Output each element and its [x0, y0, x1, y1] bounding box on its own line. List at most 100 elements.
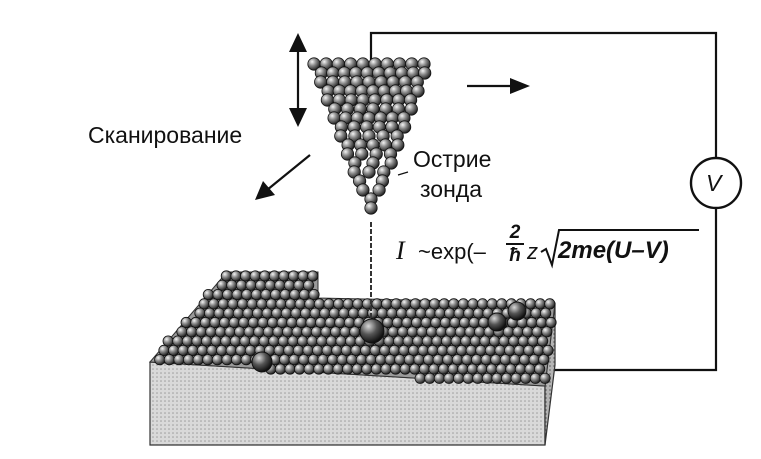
surface-atom: [284, 298, 297, 310]
surface-atom: [324, 316, 336, 329]
surface-atom: [316, 335, 328, 347]
surface-atom: [380, 298, 393, 310]
surface-atom: [421, 335, 433, 347]
surface-atom: [541, 326, 553, 338]
surface-atom: [370, 363, 382, 375]
surface-atom: [521, 326, 534, 338]
surface-atom: [278, 354, 291, 366]
surface-atom: [397, 326, 409, 338]
surface-atom: [302, 344, 314, 356]
surface-atom: [539, 372, 551, 384]
vertical-double-arrow-icon: [289, 33, 307, 127]
surface-atom: [462, 372, 474, 384]
surface-atom: [249, 335, 261, 347]
surface-atom: [287, 335, 299, 347]
surface-atom: [168, 344, 180, 356]
surface-atom: [311, 344, 324, 356]
surface-atom: [173, 354, 185, 366]
surface-atom: [382, 316, 394, 329]
surface-atom: [213, 307, 225, 319]
surface-atom: [176, 326, 188, 338]
substrate-block: [148, 270, 557, 446]
surface-atom: [538, 354, 550, 366]
surface-atom: [491, 372, 503, 384]
surface-atom: [338, 307, 350, 319]
surface-atom: [512, 326, 524, 338]
surface-atom: [414, 372, 426, 384]
tip-atom: [411, 84, 425, 98]
surface-atom: [442, 354, 454, 366]
surface-atom: [307, 354, 319, 366]
formula-radicand: 2me(U–V): [558, 237, 669, 264]
surface-atom: [465, 344, 477, 356]
tip-atom: [364, 201, 378, 215]
surface-atom: [422, 354, 435, 366]
surface-atom: [191, 335, 203, 347]
surface-atom: [371, 298, 383, 310]
surface-atom: [503, 344, 516, 356]
surface-atom: [526, 316, 538, 329]
surface-atom: [332, 363, 344, 375]
surface-atom: [221, 354, 233, 366]
surface-atom: [220, 335, 232, 347]
surface-atom: [249, 270, 261, 282]
surface-atom: [204, 307, 216, 319]
surface-atom: [528, 354, 540, 366]
surface-atom: [181, 335, 193, 347]
surface-atom: [226, 279, 238, 291]
surface-atom: [524, 298, 537, 310]
surface-atom: [452, 372, 465, 384]
surface-atom: [409, 298, 421, 310]
surface-atom: [367, 307, 379, 319]
surface-atom: [186, 326, 198, 338]
surface-atom: [545, 316, 557, 329]
surface-atom: [323, 298, 335, 310]
surface-atom: [481, 372, 493, 384]
surface-atom: [461, 354, 473, 366]
surface-atom: [388, 344, 400, 356]
surface-atom: [274, 279, 286, 291]
surface-atom: [214, 326, 226, 338]
surface-atom: [350, 344, 362, 356]
surface-atom: [293, 363, 306, 375]
surface-atom: [341, 363, 354, 375]
surface-atom: [496, 298, 508, 310]
surface-atom: [535, 316, 548, 329]
defect-atom-right-2: [507, 301, 527, 321]
surface-atom: [464, 326, 476, 338]
surface-atom: [309, 307, 321, 319]
surface-atom: [154, 354, 166, 366]
surface-atom: [470, 354, 483, 366]
surface-atom: [238, 316, 250, 329]
surface-atom: [468, 316, 480, 329]
surface-atom: [343, 316, 355, 329]
surface-atom: [390, 298, 402, 310]
surface-atom: [319, 307, 331, 319]
surface-atom: [227, 298, 239, 310]
surface-atom: [196, 344, 208, 356]
surface-atom: [432, 354, 444, 366]
surface-atom: [232, 307, 244, 319]
surface-atom: [283, 344, 295, 356]
surface-atom: [425, 326, 438, 338]
surface-atom: [235, 279, 247, 291]
surface-atom: [223, 307, 235, 319]
surface-atom: [539, 307, 552, 319]
surface-atom: [201, 335, 213, 347]
surface-atom: [443, 307, 456, 319]
surface-atom: [246, 298, 258, 310]
surface-atom: [314, 316, 327, 329]
surface-atom: [455, 344, 468, 356]
surface-atom: [209, 316, 221, 329]
surface-atom: [514, 363, 527, 375]
surface-atom: [437, 363, 450, 375]
surface-atom: [235, 344, 247, 356]
surface-atom: [231, 354, 243, 366]
surface-atom: [278, 270, 290, 282]
surface-atom: [192, 354, 204, 366]
surface-atom: [542, 344, 554, 356]
surface-atom: [410, 316, 423, 329]
surface-atom: [325, 335, 337, 347]
surface-atom: [428, 363, 440, 375]
